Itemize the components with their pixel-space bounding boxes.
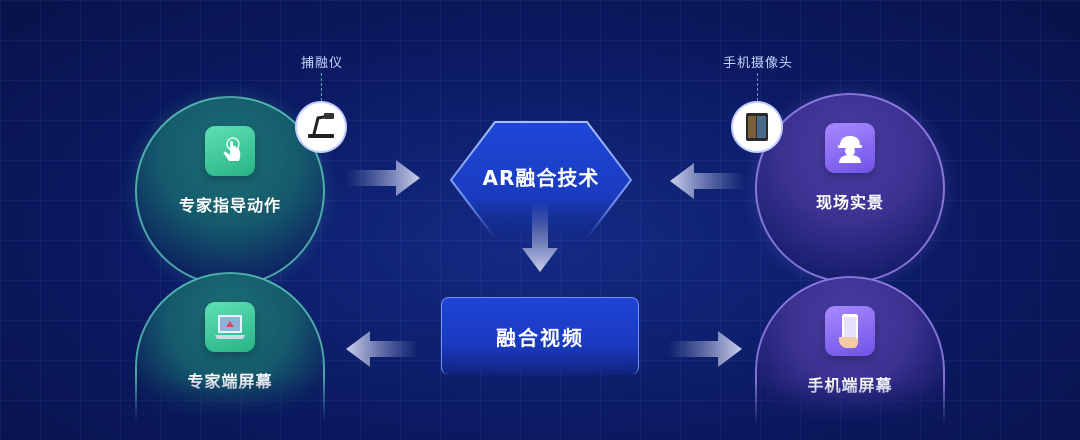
arrow-down-to-fusion: [522, 202, 558, 272]
arrow-left-to-ar: [670, 163, 744, 199]
expert-action-label: 专家指导动作: [178, 196, 281, 215]
expert-screen-label: 专家端屏幕: [187, 372, 273, 391]
site-scene-label: 现场实景: [815, 193, 884, 212]
fusion-video-label: 融合视频: [496, 326, 584, 350]
phone-screen-node: 手机端屏幕: [755, 276, 945, 426]
site-scene-node: 现场实景: [755, 93, 945, 283]
expert-screen-node: 专家端屏幕: [135, 272, 325, 422]
arrow-left-to-expert-screen: [346, 331, 418, 367]
phone-camera-callout: 手机摄像头: [722, 56, 793, 71]
capture-callout-line: [321, 73, 322, 101]
phone-camera-icon: [746, 113, 768, 141]
ar-fusion-label: AR融合技术: [482, 166, 600, 190]
capture-device-icon: [308, 113, 334, 138]
fusion-video-box: 融合视频: [441, 297, 639, 375]
capture-device-badge: [295, 101, 347, 153]
phone-hand-icon: [825, 306, 875, 356]
phone-camera-badge: [731, 101, 783, 153]
phone-screen-label: 手机端屏幕: [807, 376, 893, 395]
arrow-right-to-ar: [346, 160, 420, 196]
arrow-right-to-phone-screen: [668, 331, 742, 367]
capture-device-callout: 捕融仪: [300, 56, 343, 71]
laptop-icon: [205, 302, 255, 352]
ar-fusion-hexagon: AR融合技术: [449, 120, 633, 240]
expert-action-node: 专家指导动作: [135, 96, 325, 286]
hand-touch-icon: [205, 126, 255, 176]
worker-helmet-icon: [825, 123, 875, 173]
camera-callout-line: [757, 73, 758, 101]
